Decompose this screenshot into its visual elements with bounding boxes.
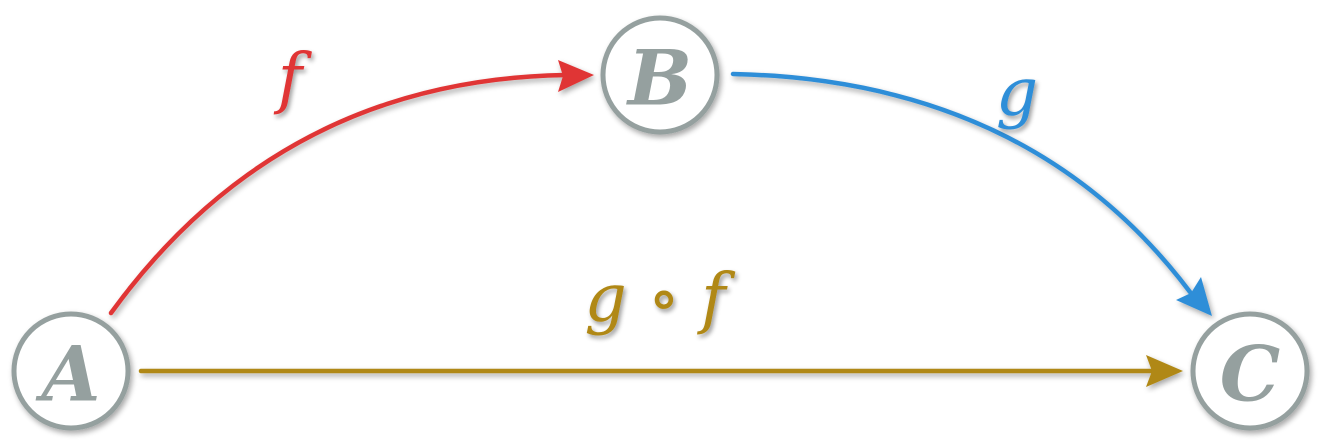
node-c-circle	[1190, 311, 1310, 431]
node-b-circle	[600, 15, 720, 135]
edge-g-line	[730, 71, 1193, 295]
node-b-label: B	[626, 34, 692, 123]
node-a-circle	[11, 311, 131, 431]
edge-composite	[138, 355, 1183, 387]
node-c: C	[1190, 311, 1310, 431]
node-c-label: C	[1220, 330, 1281, 419]
node-a: A	[11, 311, 131, 431]
edge-g-label: g	[996, 54, 1038, 131]
edge-f-arrowhead	[558, 60, 594, 92]
edge-f	[108, 60, 594, 316]
node-a-label: A	[36, 330, 101, 419]
edge-g	[730, 71, 1212, 316]
edge-f-line	[108, 72, 568, 316]
node-b: B	[600, 15, 720, 135]
edge-composite-arrowhead	[1146, 355, 1183, 387]
edge-g-arrowhead	[1176, 277, 1212, 316]
edge-composite-label: g ∘ f	[585, 260, 737, 337]
edge-f-label: f	[273, 40, 313, 117]
